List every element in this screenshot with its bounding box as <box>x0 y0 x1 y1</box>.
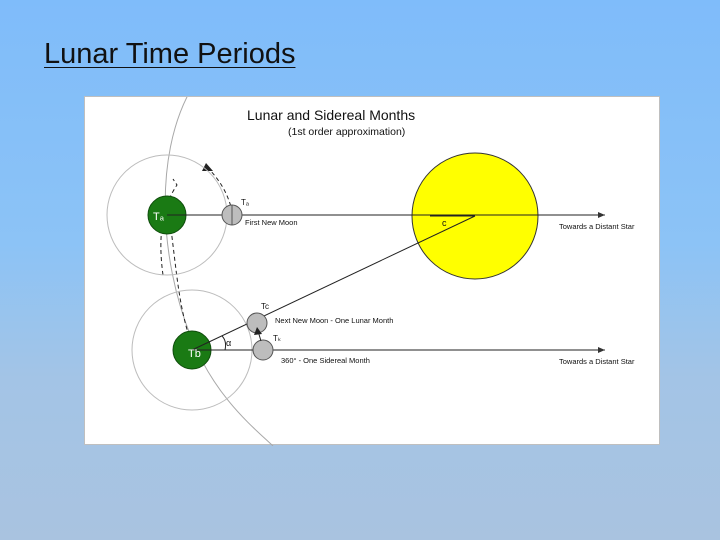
angle-arc <box>221 335 227 351</box>
diagram-figure: Lunar and Sidereal Months (1st order app… <box>84 96 660 446</box>
moon-a-label: Tₐ <box>241 198 250 207</box>
moon-b <box>252 339 274 361</box>
sidereal-month-label: 360° - One Sidereal Month <box>281 356 370 365</box>
earth-b-label: Tb <box>188 348 201 360</box>
moon-b-label: Tₖ <box>273 334 281 343</box>
angle-label: α <box>226 338 231 348</box>
earth-orbit-arc <box>164 97 274 446</box>
sun-center-label: c <box>442 218 447 228</box>
first-new-moon-label: First New Moon <box>245 218 298 227</box>
distant-star-label-1: Towards a Distant Star <box>559 222 635 231</box>
diagram-subtitle: (1st order approximation) <box>288 126 405 138</box>
earth-a-label: Tₐ <box>153 211 165 223</box>
orbit-upper-arc <box>206 166 232 208</box>
moon-progress-arrowhead <box>254 327 262 335</box>
moon-c-label: Tc <box>261 302 269 311</box>
distant-star-label-2: Towards a Distant Star <box>559 357 635 366</box>
line-earth-b-to-sun <box>191 215 476 351</box>
slide-title: Lunar Time Periods <box>44 38 296 70</box>
earth-orbit-segment <box>170 228 189 334</box>
next-new-moon-label: Next New Moon - One Lunar Month <box>275 316 393 325</box>
earth-orbit-direction-arrow <box>160 178 178 276</box>
diagram-title: Lunar and Sidereal Months <box>247 107 415 123</box>
lunar-sidereal-diagram: Lunar and Sidereal Months (1st order app… <box>106 97 635 446</box>
